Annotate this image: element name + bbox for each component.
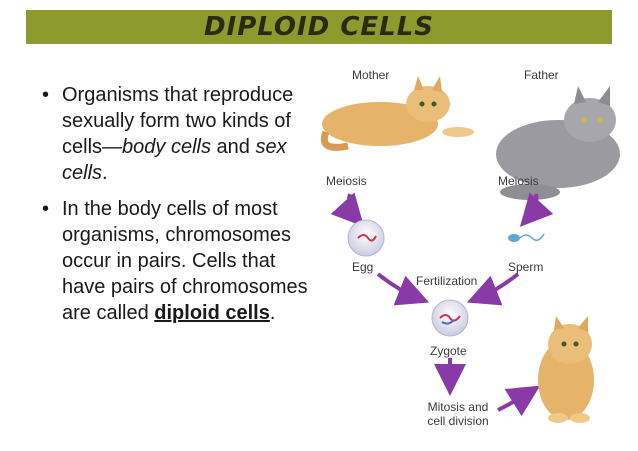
title-bar: DIPLOID CELLS [26,10,612,44]
zygote-label: Zygote [430,344,467,358]
text-segment: In the body cells of most organisms, chr… [62,198,308,324]
sperm-label: Sperm [508,260,544,274]
bullet-dot: • [42,84,50,106]
mitosis-label: Mitosis and cell division [420,400,496,428]
sperm-icon [508,233,545,242]
mitosis-line: cell division [427,414,489,428]
meiosis-right-label: Meiosis [498,174,539,188]
mother-cat-icon [320,76,474,151]
diagram-graphics [320,76,620,423]
egg-label: Egg [352,260,374,274]
mother-label: Mother [352,68,390,82]
bullet-list: • Organisms that reproduce sexually form… [42,82,312,336]
mitosis-line: Mitosis and [427,400,489,414]
italic-text: body cells [122,136,211,158]
text-segment: . [102,162,108,184]
arrow-icon [376,272,430,306]
text-segment: . [269,302,276,324]
text-segment: Organisms that reproduce sexually form t… [62,84,294,158]
bullet-dot: • [42,198,50,220]
arrow-icon [330,192,365,227]
italic-text: sex cells [62,136,287,184]
father-cat-icon [496,86,620,200]
bullet-text: In the body cells of most organisms, chr… [62,198,308,324]
father-label: Father [524,68,559,82]
bullet-item: • In the body cells of most organisms, c… [42,196,312,326]
kitten-icon [538,316,594,423]
life-cycle-diagram: Mother Father Meiosis Meiosis Egg Sperm … [318,62,636,448]
meiosis-left-label: Meiosis [326,174,367,188]
bullet-item: • Organisms that reproduce sexually form… [42,82,312,186]
text-segment: and [210,136,256,158]
arrow-icon [519,192,554,227]
egg-cell-icon [347,219,385,257]
arrow-icon [466,272,520,306]
arrow-icon [497,385,541,417]
zygote-cell-icon [431,299,469,337]
fertilization-label: Fertilization [416,274,478,288]
bold-term: diploid cells [154,302,270,324]
slide-title: DIPLOID CELLS [203,12,435,42]
bullet-text: Organisms that reproduce sexually form t… [62,84,293,184]
